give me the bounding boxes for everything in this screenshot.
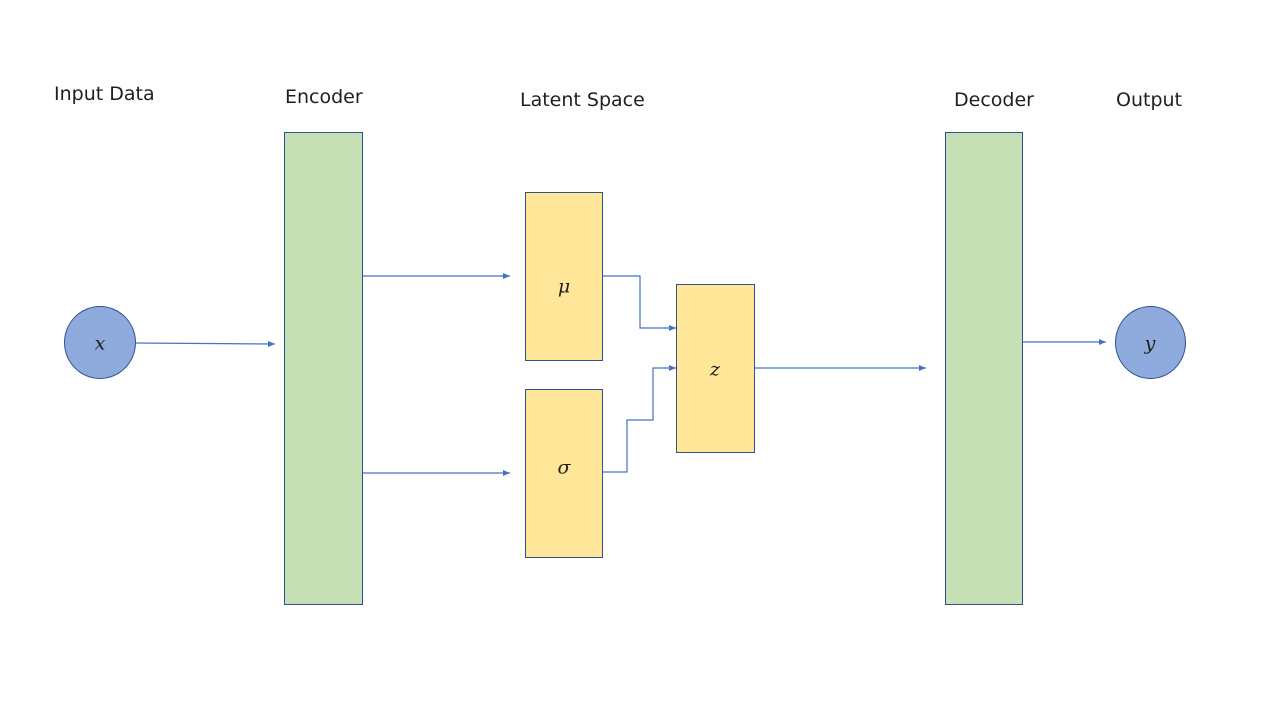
sigma-symbol: σ bbox=[557, 456, 571, 479]
encoder-heading: Encoder bbox=[285, 86, 363, 108]
output-symbol: y bbox=[1144, 332, 1156, 355]
z-block bbox=[676, 284, 755, 453]
decoder-block bbox=[945, 132, 1023, 605]
input-node bbox=[64, 306, 136, 379]
mu-symbol: μ bbox=[557, 275, 571, 298]
decoder-heading: Decoder bbox=[954, 89, 1034, 111]
output-node bbox=[1115, 306, 1186, 379]
z-symbol: z bbox=[709, 358, 721, 381]
encoder-block bbox=[284, 132, 363, 605]
input-data-heading: Input Data bbox=[54, 83, 155, 105]
arrow-mu-to-z bbox=[603, 275, 676, 331]
arrow-input-to-encoder bbox=[135, 340, 276, 347]
arrow-sigma-to-z bbox=[603, 365, 676, 473]
latent-space-heading: Latent Space bbox=[520, 89, 645, 111]
input-symbol: x bbox=[94, 332, 106, 355]
sigma-block bbox=[525, 389, 603, 558]
mu-block bbox=[525, 192, 603, 361]
output-heading: Output bbox=[1116, 89, 1182, 111]
